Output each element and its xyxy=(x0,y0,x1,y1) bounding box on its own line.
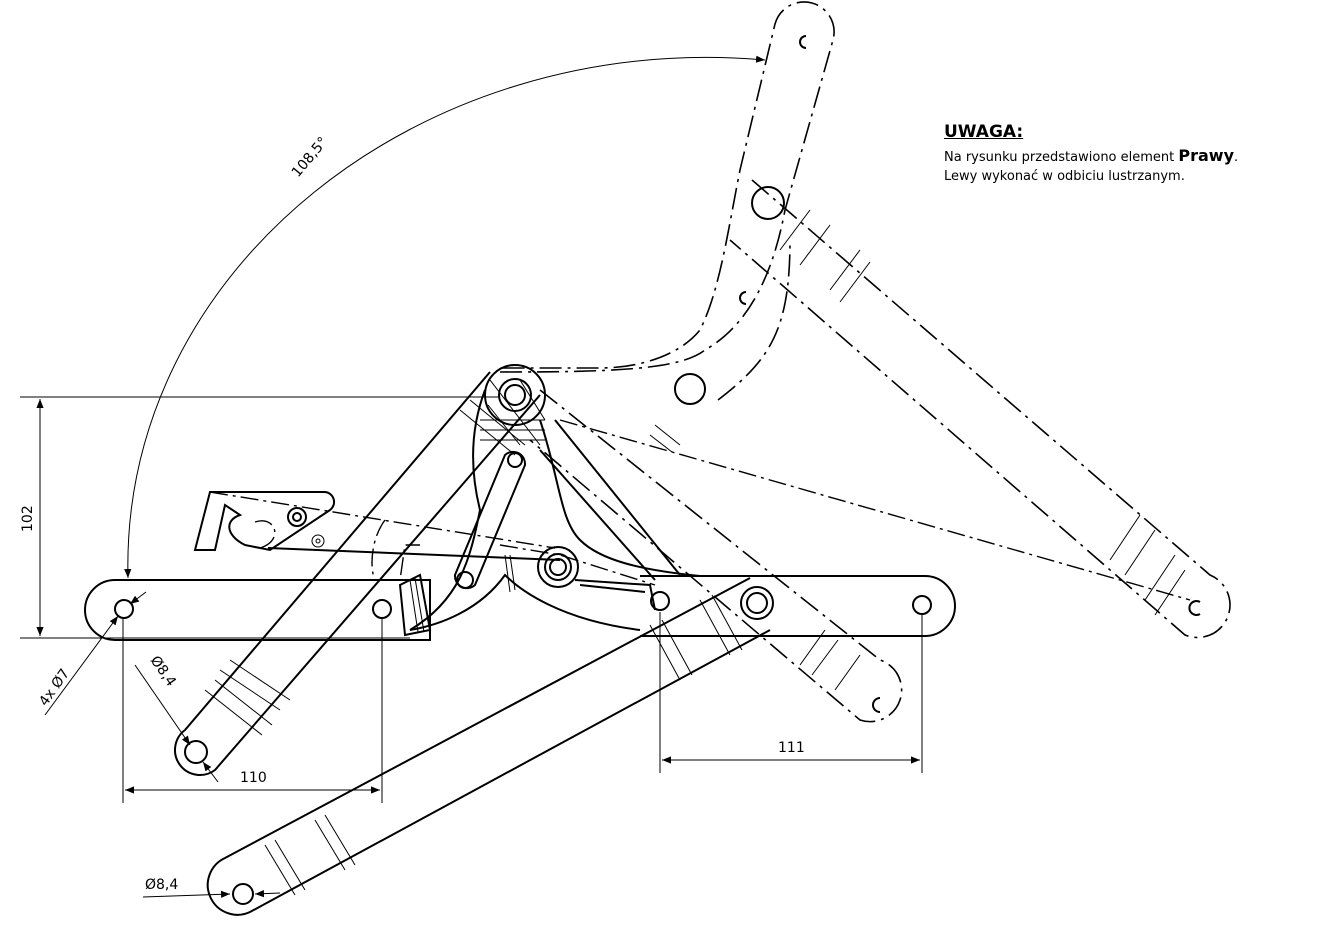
note-line-1: Na rysunku przedstawiono element Prawy. xyxy=(944,146,1238,167)
lower-arm-end-hole xyxy=(232,883,254,905)
upper-diameter-dimension: Ø8,4 xyxy=(147,653,179,690)
folded-arm-hole-lower xyxy=(674,373,706,405)
holes-count-dimension: 4x Ø7 xyxy=(36,666,73,709)
lower-long-arm xyxy=(206,544,774,916)
note-box: UWAGA: Na rysunku przedstawiono element … xyxy=(944,122,1238,186)
width-left-dimension: 110 xyxy=(240,770,267,786)
note-title: UWAGA: xyxy=(944,122,1024,142)
base-bar xyxy=(84,575,956,641)
pivot-hole xyxy=(498,378,532,412)
base-hole-right-inner xyxy=(650,591,670,611)
folded-arm-hole-upper xyxy=(751,186,785,220)
pivot-boss xyxy=(484,364,546,426)
note-line-1-end: . xyxy=(1234,150,1239,165)
folded-upper-arm xyxy=(499,1,835,405)
inner-link xyxy=(398,450,527,637)
base-hole-right xyxy=(912,595,932,615)
lower-diameter-dimension: Ø8,4 xyxy=(145,877,178,893)
base-hole-left xyxy=(114,599,134,619)
note-line-1-bold: Prawy xyxy=(1178,146,1235,165)
note-line-2: Lewy wykonać w odbiciu lustrzanym. xyxy=(944,169,1185,184)
angle-dimension: 108,5° xyxy=(289,134,332,180)
dimension-lines xyxy=(20,55,923,898)
width-right-dimension: 111 xyxy=(778,740,805,756)
main-plate xyxy=(409,364,701,631)
lower-pivot-hole xyxy=(740,586,774,620)
upper-left-arm xyxy=(174,371,541,776)
base-hole-middle xyxy=(372,599,392,619)
upper-arm-end-hole xyxy=(184,740,208,764)
height-dimension: 102 xyxy=(20,505,36,532)
note-line-1-text: Na rysunku przedstawiono element xyxy=(944,150,1179,165)
